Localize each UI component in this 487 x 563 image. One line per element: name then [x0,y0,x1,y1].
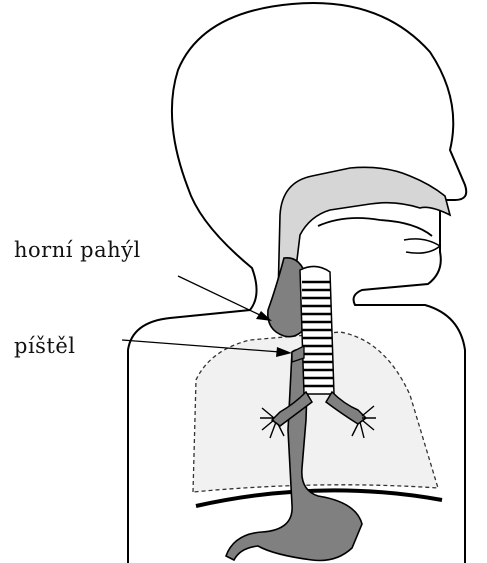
label-fistula: píštěl [14,336,76,357]
label-upper-stump: horní pahýl [14,240,141,261]
